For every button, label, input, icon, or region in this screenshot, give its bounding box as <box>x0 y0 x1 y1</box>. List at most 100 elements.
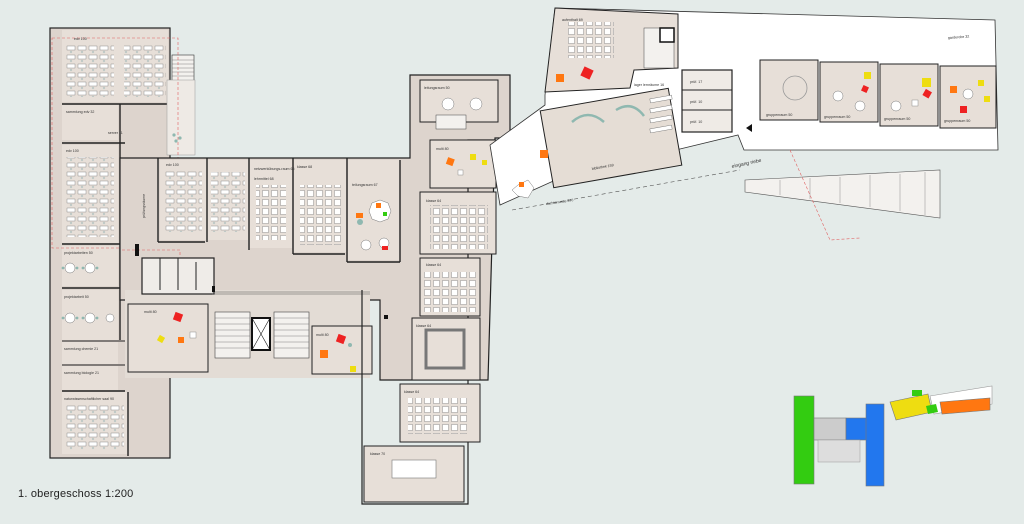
room-label: klasse 64 <box>426 263 441 267</box>
desk-cluster <box>164 170 202 232</box>
conference-table <box>391 459 437 479</box>
room-label: gruppenraum 50 <box>884 117 910 121</box>
north-east-wing <box>489 7 999 241</box>
room-gruppenraum-b <box>819 61 879 123</box>
room-label: gruppenraum 50 <box>944 119 970 123</box>
key-zone-green <box>926 404 938 414</box>
plan-caption: 1. obergeschoss 1:200 <box>18 488 134 500</box>
desk-cluster <box>430 205 488 249</box>
room-label: multi 80 <box>436 147 449 151</box>
room-gruppenraum-c <box>879 63 939 127</box>
desk-cluster <box>66 405 124 450</box>
post <box>384 315 388 319</box>
desk-cluster <box>408 398 468 434</box>
key-zone-yellow <box>889 393 933 421</box>
stair-treads <box>172 59 194 77</box>
desk-cluster <box>424 272 476 312</box>
key-zone-grey <box>813 417 847 441</box>
terrace-edge <box>511 169 741 211</box>
colored-stool <box>580 66 594 80</box>
room-label: projektarbeiten 50 <box>64 251 93 255</box>
room-label: edv 100 <box>66 149 79 153</box>
stair <box>435 114 467 130</box>
key-zone-light <box>817 439 861 463</box>
east-classrooms <box>361 79 499 505</box>
room-label: klasse 68 <box>297 165 312 169</box>
room-label: lehrmittel 68 <box>254 177 274 181</box>
entrance-label: eingang riebe <box>731 158 762 170</box>
room-label: leitungsraum 50 <box>424 86 450 90</box>
entrance-arrow <box>746 124 752 132</box>
desk-cluster <box>66 157 114 237</box>
fire-line <box>122 249 181 256</box>
room-label: sammlung chemie 21 <box>64 347 98 351</box>
room-label: klasse 70 <box>370 452 385 456</box>
octagon-table <box>356 199 392 251</box>
round-tables <box>441 97 483 111</box>
room-label: multi 80 <box>144 310 157 314</box>
room-label: klasse 64 <box>404 390 419 394</box>
colored-stools <box>445 154 487 176</box>
room-sammlung-chemie <box>62 342 118 364</box>
room-label: prüfungsräume <box>142 194 146 218</box>
colored-stools <box>861 72 990 113</box>
key-zone-blue <box>865 403 885 487</box>
room-label: dachterrasse 340 <box>546 198 574 206</box>
round-tables <box>64 262 115 324</box>
room-label: bibliothek 159 <box>591 163 614 171</box>
room-label: teilungsraum 67 <box>352 183 378 187</box>
entrance-stair <box>744 169 941 219</box>
exam-rooms <box>681 69 733 133</box>
room-label: prüf. 17 <box>690 80 702 84</box>
room-label: gruppenraum 50 <box>766 113 792 117</box>
round-bench <box>782 75 808 101</box>
room-sammlung-edv <box>62 105 118 140</box>
room-label: server 11 <box>108 131 123 135</box>
key-zone-green <box>793 395 815 485</box>
landing <box>166 79 196 156</box>
room-klasse-c <box>411 317 481 381</box>
room-labels: edv 100 sammlung edv 32 server 11 edv 10… <box>64 18 970 456</box>
elevator-x <box>251 317 271 351</box>
room-label: lager lernräume 16 <box>634 83 664 87</box>
round-tables <box>832 88 974 112</box>
u-table <box>424 328 466 370</box>
room-label: gruppenraum 50 <box>824 115 850 119</box>
room-label: garderobe 32 <box>948 35 970 40</box>
room-gruppenraum-a <box>759 59 819 121</box>
room-label: prüf. 10 <box>690 100 702 104</box>
desk-cluster <box>256 185 286 240</box>
stair-treads <box>215 317 309 349</box>
room-label: edv 100 <box>166 163 179 167</box>
room-label: klasse 64 <box>426 199 441 203</box>
key-zone-orange <box>939 397 991 415</box>
octagon-table <box>511 179 535 199</box>
key-plan <box>793 385 993 487</box>
desk-cluster <box>66 45 114 97</box>
desk-cluster <box>566 22 614 58</box>
central-block <box>119 74 511 381</box>
key-zone-green <box>912 390 922 396</box>
colored-stool <box>519 182 524 187</box>
fire-section-outline <box>51 37 179 249</box>
room-label: projektarbeit 50 <box>64 295 89 299</box>
colored-stools <box>156 311 356 372</box>
room-label: naturwissenschaftlicher saal 90 <box>64 397 114 401</box>
chairs <box>61 133 182 320</box>
room-label: netzwerkübungs-raum 66 <box>254 167 295 171</box>
post <box>135 244 139 256</box>
entrance-treads <box>779 172 926 215</box>
stair <box>273 311 310 359</box>
room-label: klasse 64 <box>416 324 431 328</box>
fire-outline <box>789 149 861 241</box>
key-zone-blue <box>845 417 869 441</box>
desk-cluster <box>124 45 166 97</box>
west-wing <box>49 27 196 459</box>
room-label: sammlung biologie 21 <box>64 371 99 375</box>
desk-cluster <box>300 185 342 245</box>
shelves <box>649 94 673 134</box>
colored-stool <box>540 150 548 158</box>
room-label: prüf. 10 <box>690 120 702 124</box>
